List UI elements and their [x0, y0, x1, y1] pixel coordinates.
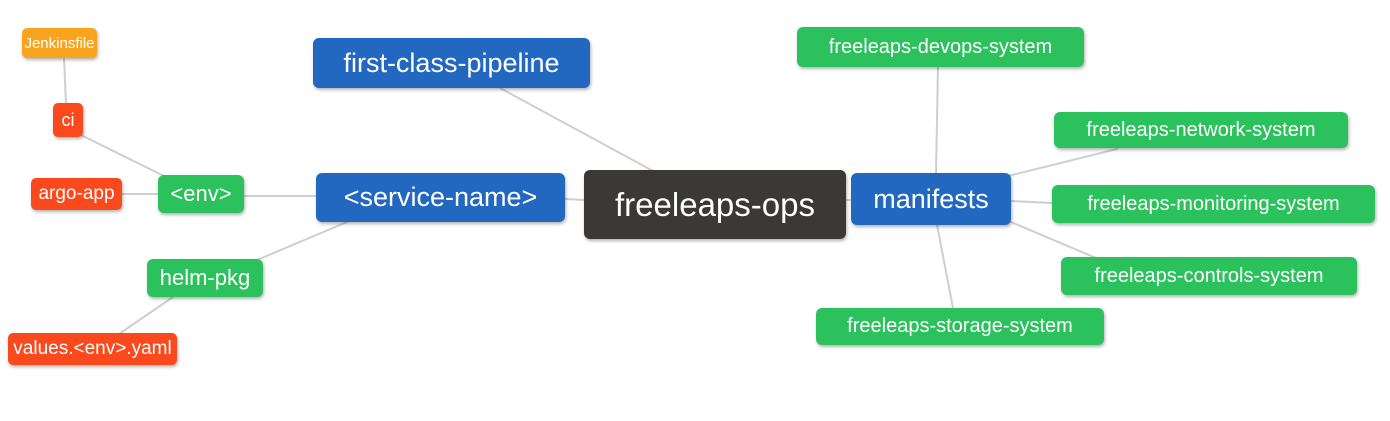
node-values-env-yaml[interactable]: values.<env>.yaml [8, 333, 177, 365]
edge-manifests-network [1007, 148, 1118, 177]
node-freeleaps-controls-system[interactable]: freeleaps-controls-system [1061, 257, 1357, 295]
node-helm-pkg[interactable]: helm-pkg [147, 259, 263, 297]
node-manifests[interactable]: manifests [851, 173, 1011, 225]
edge-ci-env [80, 134, 169, 179]
node-freeleaps-ops-root[interactable]: freeleaps-ops [584, 170, 846, 239]
edge-service-name-freeleaps-ops [564, 198, 585, 201]
node-service-name[interactable]: <service-name> [316, 173, 565, 222]
edge-service-name-helm-pkg [256, 221, 348, 261]
node-freeleaps-devops-system[interactable]: freeleaps-devops-system [797, 27, 1084, 67]
edge-jenkinsfile-ci [63, 57, 67, 104]
edge-manifests-controls [1010, 221, 1097, 259]
edge-manifests-devops [935, 66, 939, 174]
edge-pipeline-freeleaps-ops [499, 87, 654, 172]
node-ci[interactable]: ci [53, 103, 83, 137]
node-argo-app[interactable]: argo-app [31, 178, 122, 210]
node-env[interactable]: <env> [158, 175, 244, 213]
edge-manifests-monitoring [1010, 200, 1053, 204]
edge-helm-pkg-values [118, 296, 174, 335]
node-freeleaps-storage-system[interactable]: freeleaps-storage-system [816, 308, 1104, 345]
node-freeleaps-monitoring-system[interactable]: freeleaps-monitoring-system [1052, 185, 1375, 223]
node-jenkinsfile[interactable]: Jenkinsfile [22, 28, 97, 58]
node-freeleaps-network-system[interactable]: freeleaps-network-system [1054, 112, 1348, 148]
edge-manifests-storage [936, 224, 954, 309]
node-first-class-pipeline[interactable]: first-class-pipeline [313, 38, 590, 88]
